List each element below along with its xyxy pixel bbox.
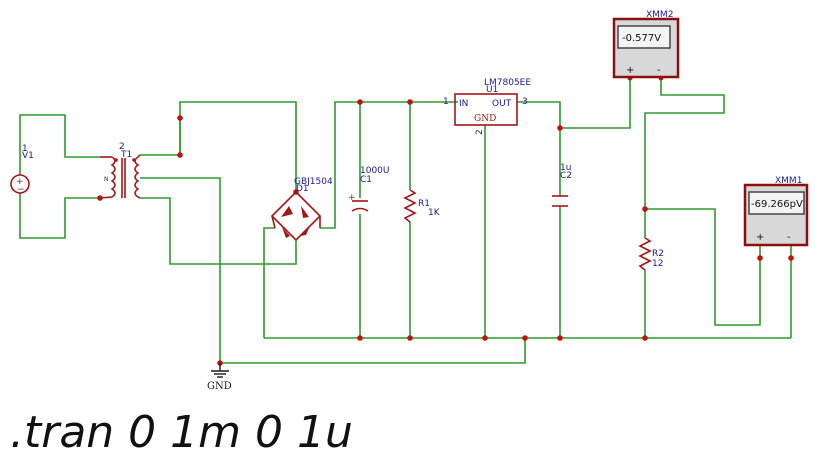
source-ref: V1 [22,151,34,161]
regulator-pin-out: 3 [522,97,528,107]
regulator-pin-gnd: 2 [475,129,485,135]
transformer-ref: T1 [120,150,132,160]
wires [19,78,792,364]
xmm2-minus: - [657,65,661,76]
svg-text:−: − [17,185,25,195]
xmm2-name: XMM2 [646,10,673,20]
cap1-value: 1000U [360,166,390,176]
cap2-value: 1u [560,163,571,173]
res1-value: 1K [428,208,441,218]
regulator-label-out: OUT [492,99,512,109]
multimeter-xmm1[interactable]: -69.266pV XMM1 + - [743,176,809,247]
ground-label: GND [207,381,232,392]
ac-source-v1[interactable]: + − 1 V1 [10,144,34,195]
bridge-part: GBJ1504 [294,177,333,187]
xmm2-reading: -0.577V [622,33,661,44]
regulator-ref: U1 [486,85,498,95]
capacitor-c2[interactable]: 1u C2 [552,163,572,207]
simulation-command: .tran 0 1m 0 1u [10,407,353,458]
xmm1-minus: - [787,232,791,243]
resistor-r2[interactable]: R2 12 [638,237,664,271]
svg-text:+: + [16,177,24,187]
xmm1-name: XMM1 [775,176,802,186]
cap2-ref: C2 [560,171,572,181]
transformer-tap: N [104,176,109,183]
xmm1-reading: -69.266pV [751,199,803,210]
cap1-polarity: + [348,193,356,203]
source-value: 1 [22,144,28,154]
bridge-rectifier-d1[interactable]: GBJ1504 D1 [270,177,333,242]
cap1-ref: C1 [360,175,372,185]
res2-value: 12 [652,259,663,269]
transformer-pin: 2 [119,142,125,152]
junction-dots [97,75,794,366]
multimeter-xmm2[interactable]: -0.577V XMM2 + - [612,10,680,79]
regulator-label-in: IN [459,99,468,109]
regulator-pin-in: 1 [443,97,449,107]
bridge-ref: D1 [296,184,309,194]
resistor-r1[interactable]: R1 1K [403,189,441,223]
regulator-part: LM7805EE [484,78,531,88]
xmm1-plus: + [756,232,764,243]
transformer-t1[interactable]: 2 T1 N [99,142,141,199]
regulator-u1[interactable]: LM7805EE U1 1 3 IN OUT GND 2 [443,78,531,135]
res1-ref: R1 [418,199,430,209]
res2-ref: R2 [652,249,664,259]
ground-symbol[interactable]: GND [207,363,232,392]
capacitor-c1[interactable]: + 1000U C1 [348,166,390,212]
regulator-label-gnd: GND [474,114,496,124]
xmm2-plus: + [626,65,634,76]
schematic-canvas: + − 1 V1 2 T1 N GBJ1504 D1 + 1000U [10,10,809,392]
